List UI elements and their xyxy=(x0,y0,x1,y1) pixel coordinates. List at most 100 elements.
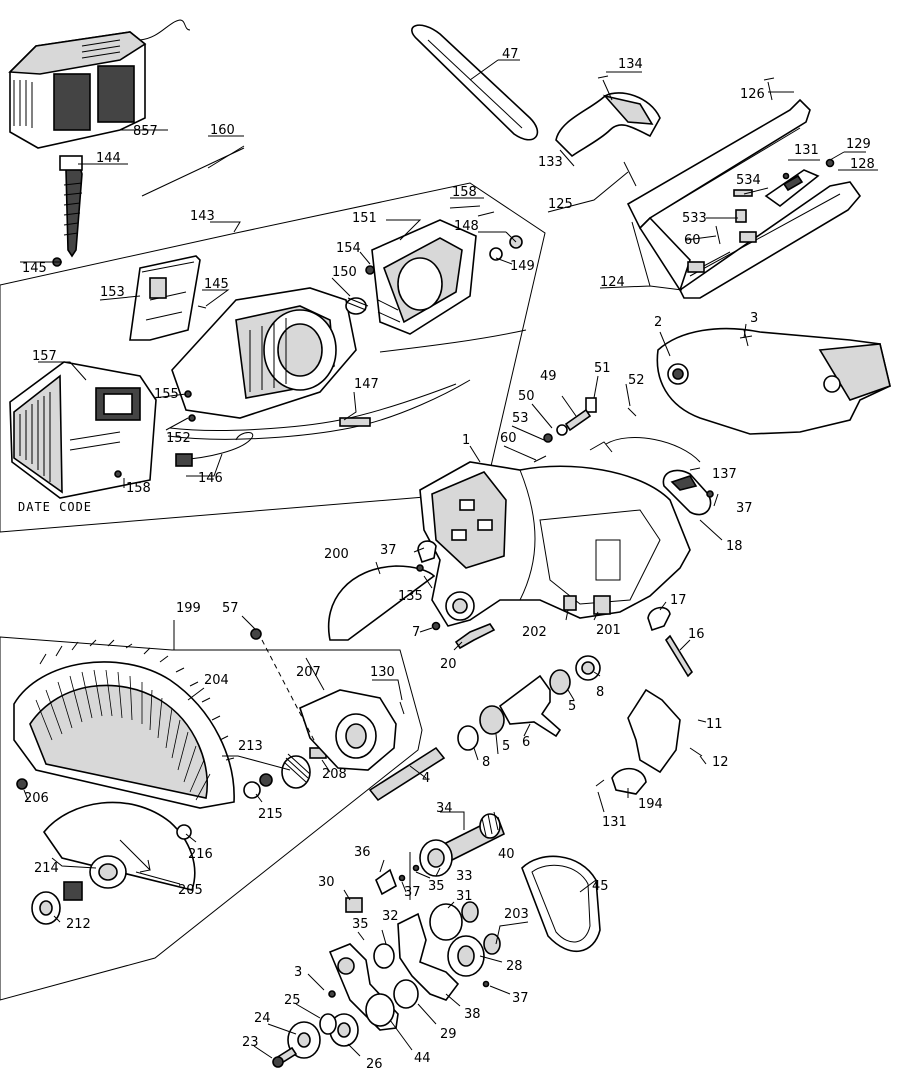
callout-label: 23 xyxy=(242,1035,259,1050)
rod-part xyxy=(605,437,701,463)
callout-label: 126 xyxy=(740,87,765,102)
callout-label: 133 xyxy=(538,155,563,170)
callout-label: 60 xyxy=(684,233,701,248)
callout-label: 151 xyxy=(352,211,377,226)
screw-part xyxy=(416,564,424,572)
callout-label: 150 xyxy=(332,265,357,280)
callout-label: 11 xyxy=(706,717,723,732)
callout-label: 40 xyxy=(498,847,515,862)
main-housing-part xyxy=(419,461,691,627)
screw-part xyxy=(597,75,613,101)
callout-label: 146 xyxy=(198,471,223,486)
callout-label: 37 xyxy=(512,991,529,1006)
screw-part xyxy=(431,621,441,631)
shaft-part xyxy=(564,408,592,432)
gasket-part xyxy=(521,855,601,952)
lever-part xyxy=(498,674,562,738)
belt-part xyxy=(411,24,539,141)
upper-guard-part xyxy=(13,639,235,809)
callout-label: 143 xyxy=(190,209,215,224)
callout-label: 128 xyxy=(850,157,875,172)
guard-wedge-part xyxy=(327,565,436,641)
callout-label: 158 xyxy=(452,185,477,200)
pin-part xyxy=(623,161,637,187)
callout-label: 8 xyxy=(596,685,604,700)
callout-label: 153 xyxy=(100,285,125,300)
callout-label: 52 xyxy=(628,373,645,388)
callout-label: 26 xyxy=(366,1057,383,1072)
belt-guard-part xyxy=(656,327,891,435)
screw-part xyxy=(533,455,547,463)
screw-part xyxy=(188,414,196,422)
callout-label: 145 xyxy=(22,261,47,276)
callout-label: 7 xyxy=(412,625,420,640)
callout-label: 12 xyxy=(712,755,729,770)
bearing-part xyxy=(457,725,479,751)
battery-pack-housing-part xyxy=(9,361,157,499)
leader-lines xyxy=(20,59,878,1059)
callout-label: 17 xyxy=(670,593,687,608)
callout-label: 205 xyxy=(178,883,203,898)
callout-label: 33 xyxy=(456,869,473,884)
bearing-part xyxy=(489,247,503,261)
callout-label: 1 xyxy=(462,433,470,448)
callout-label: 154 xyxy=(336,241,361,256)
callout-label: 5 xyxy=(502,739,510,754)
callout-label: 16 xyxy=(688,627,705,642)
callout-label: 214 xyxy=(34,861,59,876)
gear-plate-part xyxy=(373,912,460,1001)
blade-guard-panel xyxy=(0,636,423,1001)
callout-label: 216 xyxy=(188,847,213,862)
callout-label: 20 xyxy=(440,657,457,672)
motor-armature-part xyxy=(171,287,357,419)
date-code-label: DATE CODE xyxy=(18,500,92,514)
callout-label: 6 xyxy=(522,735,530,750)
clip-part xyxy=(585,397,597,413)
callout-label: 158 xyxy=(126,481,151,496)
screw-part xyxy=(706,490,714,498)
spring-part xyxy=(556,424,568,436)
handle-part xyxy=(626,98,862,299)
pin-part xyxy=(454,623,496,650)
callout-label: 3 xyxy=(294,965,302,980)
callout-label: 135 xyxy=(398,589,423,604)
lower-guard-part xyxy=(43,801,196,891)
clip-part xyxy=(259,773,273,787)
callout-label: 203 xyxy=(504,907,529,922)
callout-label: 28 xyxy=(506,959,523,974)
callout-label: 25 xyxy=(284,993,301,1008)
callout-label: 129 xyxy=(846,137,871,152)
callout-label: 35 xyxy=(428,879,445,894)
spring-part xyxy=(345,297,369,315)
handle-cover-part xyxy=(555,92,661,158)
callout-label: 3 xyxy=(750,311,758,326)
screw-part xyxy=(398,874,406,882)
strap-part xyxy=(59,155,83,258)
screw-part xyxy=(763,77,775,101)
callout-label: 57 xyxy=(222,601,239,616)
spindle-part xyxy=(419,811,506,877)
callout-label: 160 xyxy=(210,123,235,138)
spacer-part xyxy=(563,595,577,611)
washer-part xyxy=(543,433,553,443)
brush-holder-part xyxy=(129,255,201,341)
callout-label: 145 xyxy=(204,277,229,292)
callout-label: 4 xyxy=(422,771,430,786)
callout-label: 199 xyxy=(176,601,201,616)
callout-label: 32 xyxy=(382,909,399,924)
screw-part xyxy=(399,701,405,715)
callout-label: 534 xyxy=(736,173,761,188)
callout-label: 213 xyxy=(238,739,263,754)
callout-label: 134 xyxy=(618,57,643,72)
callout-label: 212 xyxy=(66,917,91,932)
callout-labels: 857 160 144 145 47 134 126 133 129 131 1… xyxy=(18,47,875,1072)
callout-label: 2 xyxy=(654,315,662,330)
callout-label: 60 xyxy=(500,431,517,446)
bushing-part xyxy=(345,897,363,913)
switch-spring-part xyxy=(733,189,753,197)
callout-label: 37 xyxy=(404,885,421,900)
callout-label: 144 xyxy=(96,151,121,166)
callout-label: 155 xyxy=(154,387,179,402)
bushing-part xyxy=(63,881,83,901)
screw-part xyxy=(328,990,336,998)
